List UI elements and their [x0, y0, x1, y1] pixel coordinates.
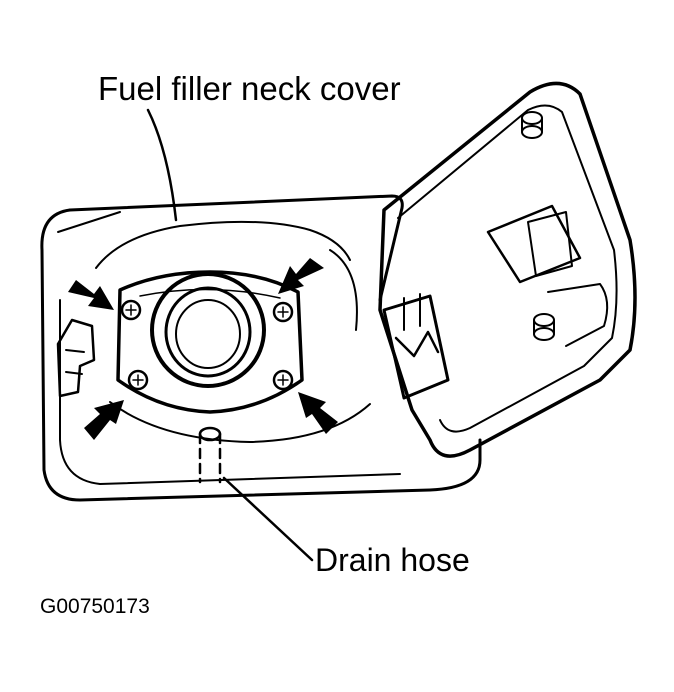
arrow-icon: [84, 400, 124, 440]
filler-neck-cover: [116, 270, 304, 414]
leader-line-drain: [222, 476, 314, 562]
fuel-filler-neck-cover-label: Fuel filler neck cover: [98, 70, 401, 107]
fuel-door-housing: [40, 194, 482, 502]
mounting-screw: [120, 299, 294, 391]
lid-stud: [521, 111, 555, 341]
arrow-icon: [278, 258, 324, 294]
fuel-lid: [378, 81, 637, 458]
leader-line-cover: [146, 108, 178, 222]
arrow-icon: [298, 392, 338, 434]
filler-neck-ring: [150, 272, 266, 388]
figure-code: G00750173: [40, 595, 150, 618]
drain-hose-label: Drain hose: [315, 542, 470, 578]
arrow-icon: [68, 280, 114, 310]
drain-hose: [198, 426, 222, 484]
